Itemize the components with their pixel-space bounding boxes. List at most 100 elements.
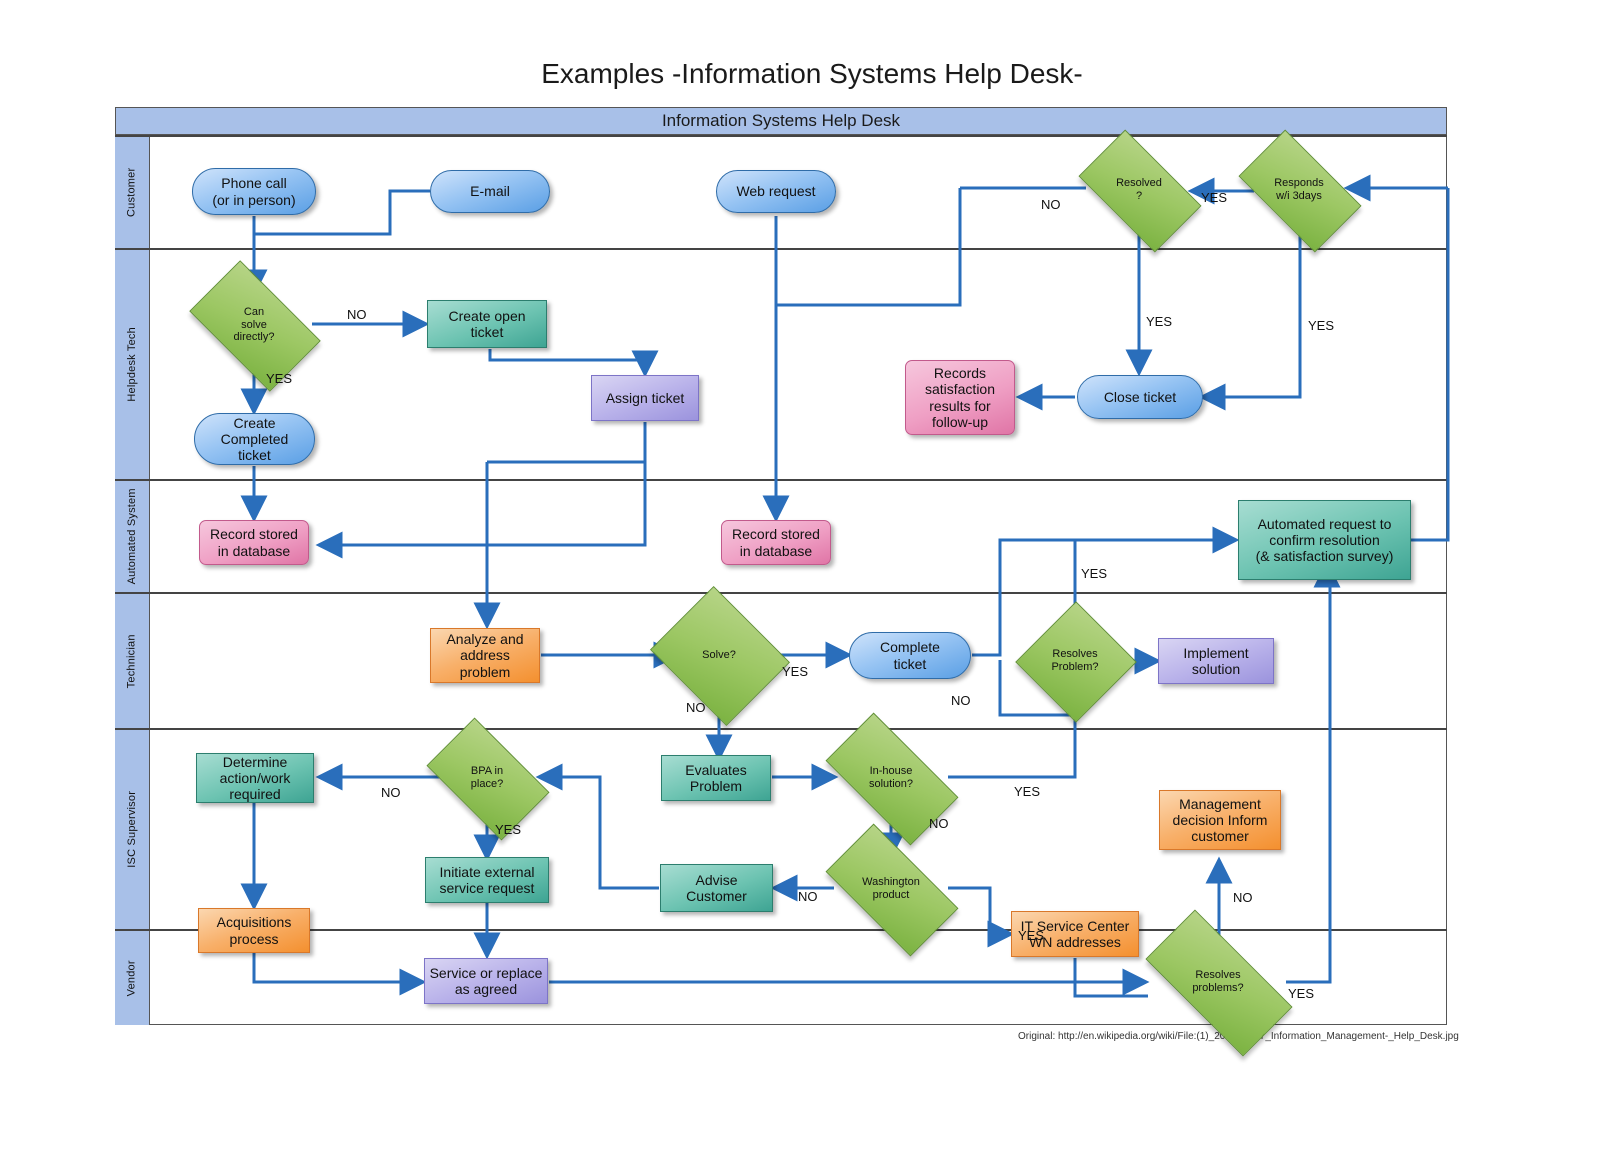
node-close-ticket[interactable]: Close ticket	[1077, 375, 1203, 419]
edge-label-no-bpa: NO	[381, 785, 401, 800]
lane-divider	[115, 728, 1447, 730]
node-phone-call[interactable]: Phone call(or in person)	[192, 168, 316, 215]
node-web-request[interactable]: Web request	[716, 170, 836, 213]
edge-label-no-inhouse: NO	[929, 816, 949, 831]
edge-label-no-resolves-problem: NO	[951, 693, 971, 708]
lane-label-customer: Customer	[115, 135, 150, 248]
edge-label-yes-resolves-problems: YES	[1288, 986, 1315, 1001]
lane-label-text: Technician	[125, 634, 138, 688]
edge-label-no-resolves-problems: NO	[1233, 890, 1253, 905]
node-label: Resolved?	[1116, 177, 1162, 202]
pool-header: Information Systems Help Desk	[115, 107, 1447, 135]
node-label: Close ticket	[1103, 388, 1177, 405]
edge-label-yes-resolved-down: YES	[1146, 314, 1173, 329]
lane-label-text: Customer	[125, 167, 138, 218]
decision-resolved[interactable]: Resolved?	[1078, 129, 1202, 253]
node-label: Phone call(or in person)	[212, 175, 296, 208]
edge-label-yes-washington: YES	[1018, 928, 1045, 943]
edge-label-no-resolved: NO	[1041, 197, 1061, 212]
lane-divider	[115, 592, 1447, 594]
lane-divider	[115, 479, 1447, 481]
node-email[interactable]: E-mail	[430, 170, 550, 213]
page-title: Examples -Information Systems Help Desk-	[541, 58, 1083, 89]
lane-label-technician: Technician	[115, 592, 150, 728]
edge-label-no-can-solve: NO	[347, 307, 367, 322]
lane-label-text: Helpdesk Tech	[125, 327, 138, 402]
lane-label-automated-system: Automated System	[115, 479, 150, 592]
edge-label-yes-solve: YES	[782, 664, 809, 679]
decision-solve[interactable]: Solve?	[649, 585, 791, 727]
edge-label-yes-responds: YES	[1201, 190, 1228, 205]
lane-divider	[115, 248, 1447, 250]
edge-label-yes-inhouse: YES	[1014, 784, 1041, 799]
edge-label-yes-responds-down: YES	[1308, 318, 1335, 333]
lane-label-isc-supervisor: ISC Supervisor	[115, 728, 150, 929]
lane-divider	[115, 929, 1447, 931]
edge-label-no-solve: NO	[686, 700, 706, 715]
lane-divider	[115, 135, 1447, 137]
edge-label-yes-bpa: YES	[495, 822, 522, 837]
pool-title: Information Systems Help Desk	[661, 111, 901, 130]
lane-label-text: Vendor	[125, 959, 138, 997]
lane-label-text: ISC Supervisor	[125, 791, 138, 868]
lane-label-vendor: Vendor	[115, 929, 150, 1025]
edge-label-yes-inhouse-up: YES	[1081, 566, 1108, 581]
node-label: E-mail	[470, 183, 510, 200]
edge-label-no-washington: NO	[798, 889, 818, 904]
node-label: Solve?	[702, 648, 736, 661]
edge-label-yes-can-solve: YES	[266, 371, 293, 386]
lane-label-text: Automated System	[125, 488, 138, 585]
node-label: Assign ticket	[605, 389, 685, 406]
node-assign-ticket[interactable]: Assign ticket	[591, 375, 699, 421]
